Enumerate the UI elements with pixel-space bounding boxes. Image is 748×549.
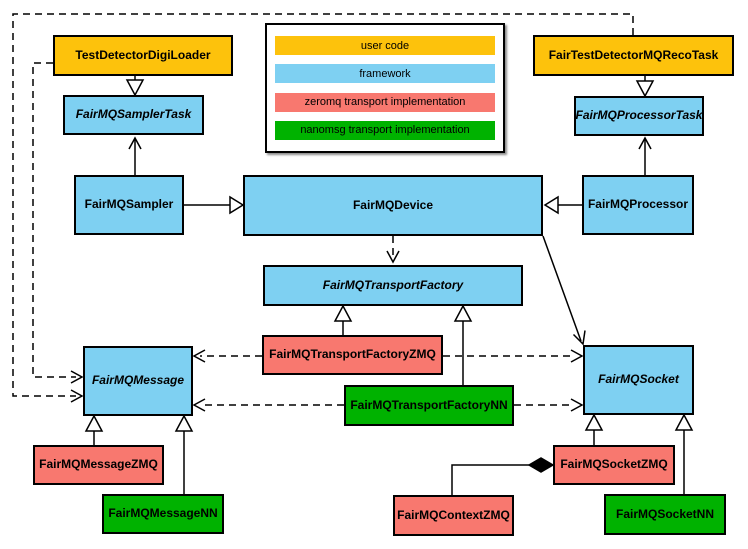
node-fairmqsocketzmq: FairMQSocketZMQ [553, 445, 675, 485]
legend-row: nanomsg transport implementation [267, 120, 503, 140]
edge-fairmqdevice-fairmqsocket [543, 236, 585, 344]
legend-item-user-code: user code [275, 36, 495, 55]
edge-fairmqcontextzmq-fairmqsocketzmq [452, 458, 553, 495]
edge-fairmqmessagezmq-fairmqmessage [86, 416, 102, 445]
edge-fairmqsampler-fairmqsamplertask [129, 138, 141, 175]
edge-fairmqtransportfactoryzmq-fairmqmessage [194, 350, 262, 362]
node-fairmqsocket: FairMQSocket [583, 345, 694, 415]
node-fairmqdevice: FairMQDevice [243, 175, 543, 236]
edge-testdetectordigiloader-fairmqsamplertask [127, 76, 143, 95]
edge-fairmqtransportfactoryzmq-fairmqsocket [443, 350, 582, 362]
edge-fairmqprocessor-fairmqdevice [545, 197, 582, 213]
node-fairmqmessagezmq: FairMQMessageZMQ [33, 445, 164, 485]
legend-item-framework: framework [275, 64, 495, 84]
node-fairmqtransportfactory: FairMQTransportFactory [263, 265, 523, 306]
node-fairmqmessage: FairMQMessage [83, 346, 193, 416]
edge-fairtestdetectormqrecotask-fairmqmessage [13, 14, 633, 402]
legend-item-zeromq: zeromq transport implementation [275, 92, 495, 112]
node-fairmqsocketnn: FairMQSocketNN [604, 494, 726, 535]
node-fairmqsamplertask: FairMQSamplerTask [63, 95, 204, 135]
node-testdetectordigiloader: TestDetectorDigiLoader [53, 35, 233, 76]
node-fairmqmessagenn: FairMQMessageNN [102, 494, 224, 534]
edge-fairtestdetectormqrecotask-fairmqprocessortask [637, 76, 653, 96]
edge-fairmqsampler-fairmqdevice [184, 197, 243, 213]
node-fairmqprocessor: FairMQProcessor [582, 175, 694, 235]
edge-fairmqtransportfactoryzmq-fairmqtransportfactory [335, 306, 351, 335]
node-fairmqprocessortask: FairMQProcessorTask [574, 96, 704, 136]
node-fairmqsampler: FairMQSampler [74, 175, 184, 235]
edge-fairmqtransportfactorynn-fairmqtransportfactory [455, 306, 471, 385]
node-fairmqtransportfactoryzmq: FairMQTransportFactoryZMQ [262, 335, 443, 375]
edge-testdetectordigiloader-fairmqmessage [33, 63, 82, 383]
edge-fairmqprocessor-fairmqprocessortask [639, 138, 651, 175]
node-fairtestdetectormqrecotask: FairTestDetectorMQRecoTask [533, 35, 734, 76]
edge-fairmqdevice-fairmqtransportfactory [387, 236, 399, 262]
legend-row: user code [267, 36, 503, 55]
edge-fairmqtransportfactorynn-fairmqmessage [194, 399, 344, 411]
edge-fairmqsocketzmq-fairmqsocket [586, 415, 602, 445]
legend: user code framework zeromq transport imp… [265, 23, 505, 153]
legend-row: framework [267, 64, 503, 84]
legend-item-nanomsg: nanomsg transport implementation [275, 120, 495, 140]
edge-fairmqsocketnn-fairmqsocket [676, 415, 692, 494]
edge-fairmqtransportfactorynn-fairmqsocket [514, 399, 582, 411]
edge-fairmqmessagenn-fairmqmessage [176, 416, 192, 494]
node-fairmqcontextzmq: FairMQContextZMQ [393, 495, 514, 536]
node-fairmqtransportfactorynn: FairMQTransportFactoryNN [344, 385, 514, 426]
legend-row: zeromq transport implementation [267, 92, 503, 112]
